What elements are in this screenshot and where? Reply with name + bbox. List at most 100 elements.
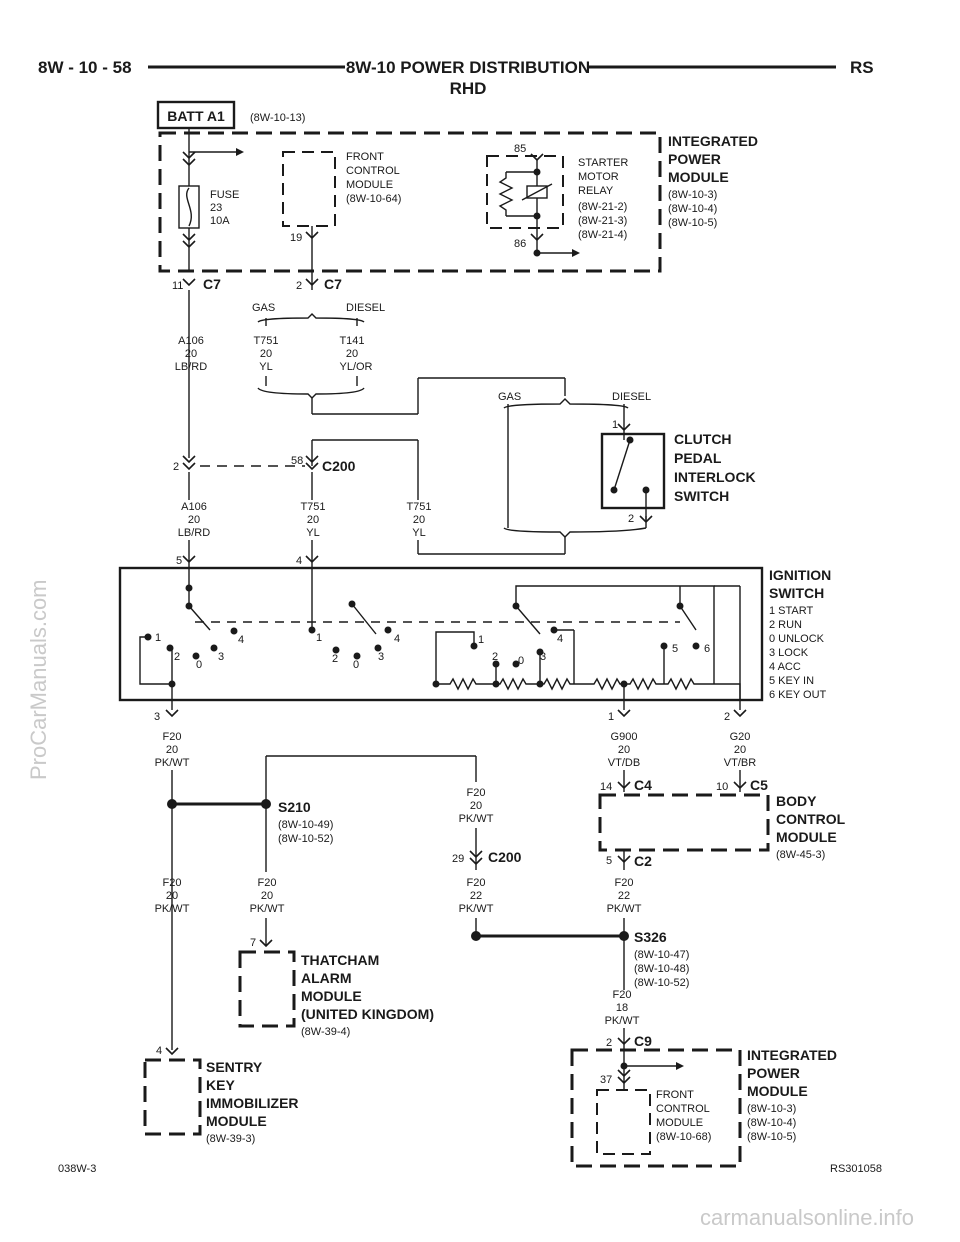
f20-22-gauge-b: 22 [618, 890, 630, 902]
thatcham-pin: 7 [250, 937, 256, 949]
bcm-c2-label: C2 [634, 853, 652, 869]
ign-name-1: IGNITION [769, 567, 831, 583]
ign-contact-0b: 0 [353, 659, 359, 671]
ipm-top-box [158, 131, 662, 273]
c7-pin-11: 11 [172, 280, 183, 292]
bcm-name-3: MODULE [776, 829, 837, 845]
relay-ref-1: (8W-21-2) [578, 201, 627, 213]
bcm-c5-label: C5 [750, 777, 768, 793]
ipm-top-ref-3: (8W-10-5) [668, 217, 717, 229]
clutch-name-3: INTERLOCK [674, 469, 756, 485]
relay-line-2: MOTOR [578, 171, 619, 183]
ipm-fcm-ref: (8W-10-68) [656, 1131, 711, 1143]
ipm-top-name-3: MODULE [668, 169, 729, 185]
ipm-fcm-pin: 37 [600, 1074, 612, 1086]
sentry-name-3: IMMOBILIZER [206, 1095, 299, 1111]
relay-ref-3: (8W-21-4) [578, 229, 627, 241]
f20-22-color-a: PK/WT [459, 903, 494, 915]
a106-color-b: LB/RD [178, 527, 210, 539]
c200-pin-2: 2 [173, 461, 179, 473]
ign-contact-4c: 4 [557, 633, 563, 645]
s210-ref-1: (8W-10-49) [278, 819, 333, 831]
ign-legend-start: 1 START [769, 605, 813, 617]
t751-code-a: T751 [253, 335, 278, 347]
fuse-rating: 10A [210, 215, 230, 227]
f20-code-b: F20 [163, 877, 182, 889]
s210-label: S210 [278, 799, 311, 815]
gas-label-top: GAS [252, 302, 275, 314]
thatcham-ref: (8W-39-4) [301, 1026, 350, 1038]
c200-pin-58: 58 [291, 455, 303, 467]
ign-pin-1: 1 [608, 711, 614, 723]
f20-22-gauge-a: 22 [470, 890, 482, 902]
bcm-name-2: CONTROL [776, 811, 846, 827]
page-title: 8W-10 POWER DISTRIBUTION [346, 58, 590, 77]
footer-doc-id: RS301058 [830, 1163, 882, 1175]
ipm-bottom-name-1: INTEGRATED [747, 1047, 837, 1063]
f20-22-code-b: F20 [615, 877, 634, 889]
a106-code: A106 [178, 335, 204, 347]
f20-color-a: PK/WT [155, 757, 190, 769]
relay-ref-2: (8W-21-3) [578, 215, 627, 227]
relay-line-3: RELAY [578, 185, 614, 197]
fuse-number: 23 [210, 202, 222, 214]
ipm-top-name-1: INTEGRATED [668, 133, 758, 149]
relay-pin-85: 85 [514, 143, 526, 155]
f20-code-a: F20 [163, 731, 182, 743]
c200-label-a: C200 [322, 458, 356, 474]
ign-contact-2c: 2 [492, 651, 498, 663]
f20-gauge-a: 20 [166, 744, 178, 756]
a106-color: LB/RD [175, 361, 207, 373]
thatcham-box [238, 950, 296, 1028]
s326-ref-2: (8W-10-48) [634, 963, 689, 975]
ign-pin-5: 5 [176, 555, 182, 567]
thatcham-name-2: ALARM [301, 970, 352, 986]
ipm-bottom-name-3: MODULE [747, 1083, 808, 1099]
ign-pin-4: 4 [296, 555, 302, 567]
s210-ref-2: (8W-10-52) [278, 833, 333, 845]
ign-pin-3: 3 [154, 711, 160, 723]
ignition-switch-box [118, 566, 764, 702]
sentry-ref: (8W-39-3) [206, 1133, 255, 1145]
t141-gauge: 20 [346, 348, 358, 360]
t751-gauge-a: 20 [260, 348, 272, 360]
f20-color-d: PK/WT [250, 903, 285, 915]
ign-contact-6: 6 [704, 643, 710, 655]
fuse-label: FUSE [210, 189, 239, 201]
clutch-name-1: CLUTCH [674, 431, 732, 447]
thatcham-name-4: (UNITED KINGDOM) [301, 1006, 434, 1022]
ipm-c9-label: C9 [634, 1033, 652, 1049]
ign-pin-2: 2 [724, 711, 730, 723]
clutch-name-4: SWITCH [674, 488, 729, 504]
ign-contact-5: 5 [672, 643, 678, 655]
t751-code-c: T751 [406, 501, 431, 513]
g900-color: VT/DB [608, 757, 640, 769]
ipm-c9-pin: 2 [606, 1037, 612, 1049]
ign-contact-1c: 1 [478, 634, 484, 646]
ign-legend-unlock: 0 UNLOCK [769, 633, 825, 645]
f20-18-gauge: 18 [616, 1002, 628, 1014]
ipm-fcm-line-3: MODULE [656, 1117, 703, 1129]
ipm-bottom-box [570, 1048, 742, 1168]
f20-gauge-b: 20 [166, 890, 178, 902]
sentry-pin: 4 [156, 1045, 162, 1057]
s326-label: S326 [634, 929, 667, 945]
thatcham-name-1: THATCHAM [301, 952, 379, 968]
ipm-top-name-2: POWER [668, 151, 721, 167]
ign-contact-4a: 4 [238, 634, 244, 646]
bcm-ref: (8W-45-3) [776, 849, 825, 861]
ign-legend-key-out: 6 KEY OUT [769, 689, 827, 701]
fcm-top-line-3: MODULE [346, 179, 393, 191]
f20-18-code: F20 [613, 989, 632, 1001]
ipm-bottom-ref-3: (8W-10-5) [747, 1131, 796, 1143]
ign-legend-run: 2 RUN [769, 619, 802, 631]
t751-code-b: T751 [300, 501, 325, 513]
ipm-top-ref-1: (8W-10-3) [668, 189, 717, 201]
bcm-c4-label: C4 [634, 777, 652, 793]
page-subtitle: RHD [450, 79, 487, 98]
ipm-bottom-ref-2: (8W-10-4) [747, 1117, 796, 1129]
ipm-fcm-line-2: CONTROL [656, 1103, 710, 1115]
fcm-top-ref: (8W-10-64) [346, 193, 401, 205]
ign-contact-2a: 2 [174, 651, 180, 663]
